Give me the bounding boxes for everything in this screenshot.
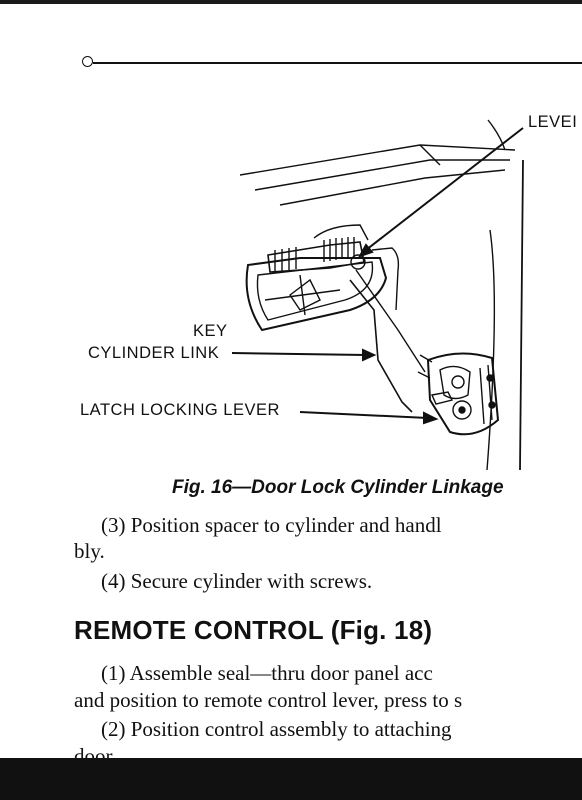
latch-locking-lever-label: LATCH LOCKING LEVER — [80, 401, 280, 419]
cylinder-link-label: CYLINDER LINK — [88, 344, 220, 362]
lever-label: LEVEI — [528, 113, 578, 131]
scan-bottom-edge — [0, 758, 582, 800]
manual-page: LEVEI KEY CYLINDER LINK LATCH LOCKING LE… — [74, 56, 582, 758]
figure-caption: Fig. 16—Door Lock Cylinder Linkage — [172, 477, 504, 498]
door-lock-illustration — [231, 119, 524, 471]
step-3-line-2: bly. — [74, 539, 105, 563]
step-2-line-2: door — [74, 744, 113, 758]
key-label: KEY — [193, 322, 228, 340]
section-heading: REMOTE CONTROL (Fig. 18) — [74, 615, 433, 645]
step-1-line-1: (1) Assemble seal—thru door panel acc — [101, 661, 433, 685]
scan-top-edge — [0, 0, 582, 4]
step-1-line-2: and position to remote control lever, pr… — [74, 688, 463, 712]
rule-marker-circle — [82, 56, 93, 67]
step-3-line-1: (3) Position spacer to cylinder and hand… — [101, 513, 442, 537]
step-2-line-1: (2) Position control assembly to attachi… — [101, 717, 452, 741]
header-rule — [93, 62, 582, 64]
step-4: (4) Secure cylinder with screws. — [101, 569, 373, 593]
